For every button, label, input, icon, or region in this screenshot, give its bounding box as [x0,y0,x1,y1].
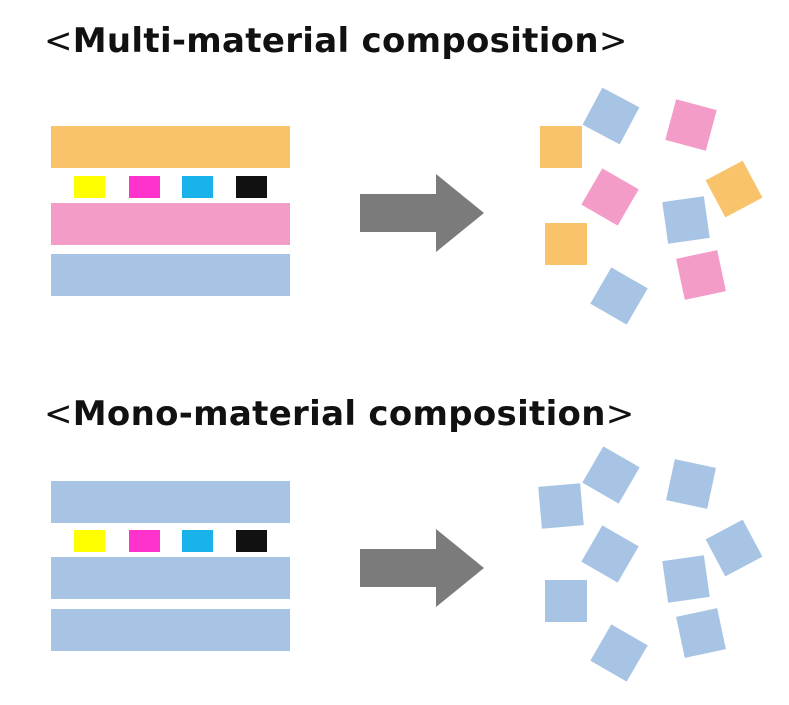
film-layer-bottom [51,254,290,296]
title-text: Mono-material composition [72,394,606,434]
fragment [538,483,584,529]
arrow-shape [360,174,484,252]
right-arrow-icon [360,529,484,607]
fragment [665,99,717,151]
ink-yellow-swatch [74,530,105,552]
title-text: Multi-material composition [72,21,599,61]
fragment [581,168,639,226]
title-close-bracket: > [605,394,635,434]
fragment [545,580,587,622]
title-open-bracket: < [44,21,73,61]
film-layer-middle [51,557,290,599]
film-layer-middle [51,203,290,245]
fragment [545,223,587,265]
fragment [662,555,710,603]
fragment [581,525,639,583]
fragment [582,87,640,145]
film-layer-top [51,126,290,168]
right-arrow-icon [360,174,484,252]
fragment [666,459,716,509]
ink-cyan-swatch [182,176,213,198]
fragment [590,267,648,325]
multi-material-title: <Multi-material composition> [44,24,628,58]
arrow-shape [360,529,484,607]
title-open-bracket: < [44,394,73,434]
film-layer-top [51,481,290,523]
fragment [662,196,710,244]
fragment [676,250,726,300]
fragment [705,519,763,577]
fragment [590,624,648,682]
fragment [676,608,726,658]
title-close-bracket: > [598,21,628,61]
ink-black-swatch [236,176,267,198]
fragment [540,126,582,168]
mono-material-title: <Mono-material composition> [44,397,635,431]
fragment [582,446,640,504]
fragment [705,160,763,218]
film-layer-bottom [51,609,290,651]
ink-magenta-swatch [129,530,160,552]
ink-magenta-swatch [129,176,160,198]
ink-cyan-swatch [182,530,213,552]
ink-black-swatch [236,530,267,552]
ink-yellow-swatch [74,176,105,198]
